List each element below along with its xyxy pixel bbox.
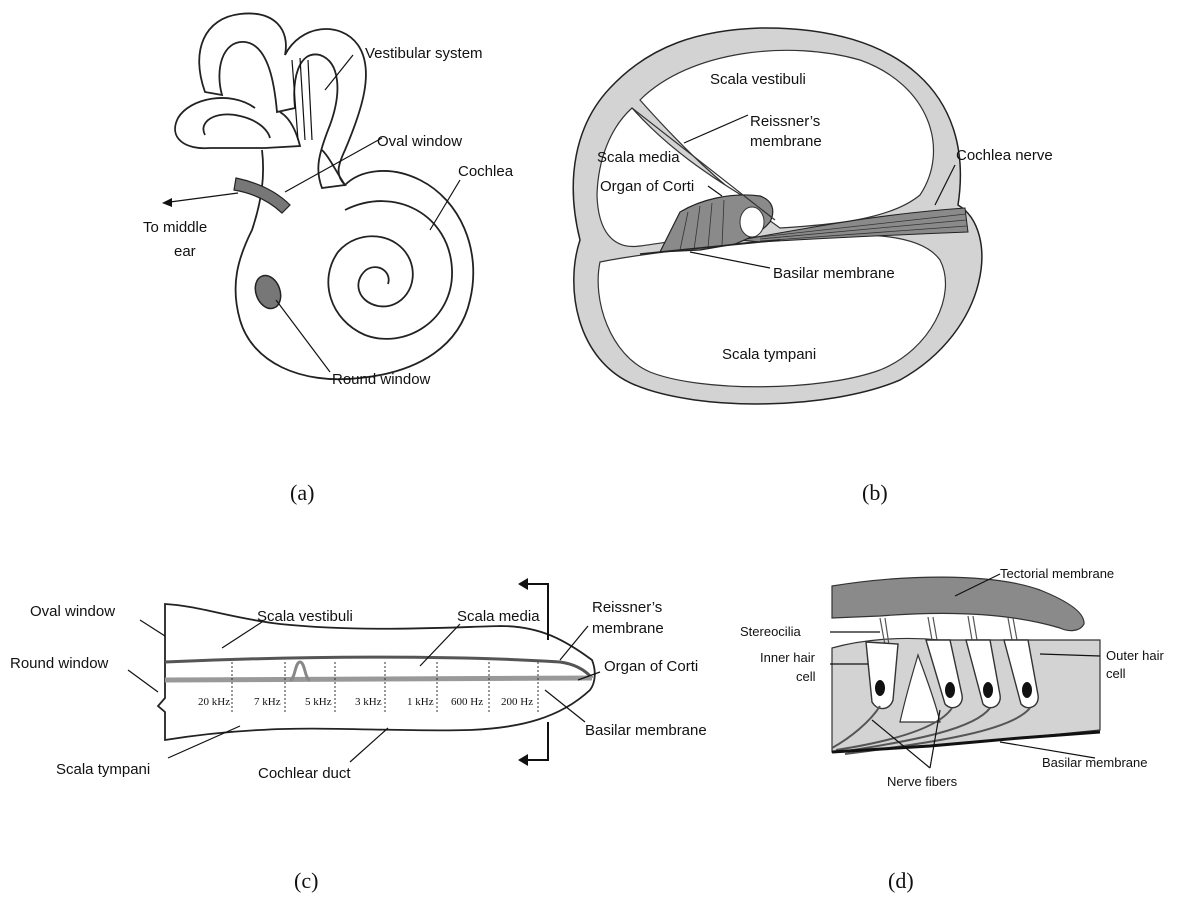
label-cochlea: Cochlea: [458, 163, 514, 180]
freq-label: 7 kHz: [254, 696, 281, 708]
vestibular-canals: [199, 13, 366, 188]
arrowhead: [518, 754, 528, 766]
leader-cochlear-duct: [350, 728, 388, 762]
label-round-window-c: Round window: [10, 655, 109, 672]
freq-label: 3 kHz: [355, 696, 382, 708]
freq-label: 20 kHz: [198, 696, 230, 708]
label-tectorial-membrane: Tectorial membrane: [1000, 566, 1114, 581]
outer-hair-cell-nucleus: [983, 682, 993, 698]
stereocilium: [973, 616, 977, 640]
outer-hair-cell-nucleus: [945, 682, 955, 698]
label-cochlear-duct: Cochlear duct: [258, 765, 351, 782]
panel-a-inner-ear: Vestibular system Oval window Cochlea To…: [143, 13, 514, 505]
tectorial-membrane-shape: [832, 577, 1084, 631]
inner-hair-cell-nucleus: [875, 680, 885, 696]
arrowhead: [518, 578, 528, 590]
label-reissner-1: Reissner’s: [750, 113, 820, 130]
label-scala-media: Scala media: [597, 149, 680, 166]
label-reissner-2: membrane: [750, 133, 822, 150]
label-inner-hair-2: cell: [796, 669, 816, 684]
caption-a: (a): [290, 480, 314, 505]
label-scala-vestibuli: Scala vestibuli: [710, 71, 806, 88]
panel-c-uncoiled-cochlea: 20 kHz 7 kHz 5 kHz 3 kHz 1 kHz 600 Hz 20…: [10, 578, 707, 893]
stereocilium: [968, 616, 972, 640]
stereocilium: [1013, 618, 1017, 640]
label-inner-hair-1: Inner hair: [760, 650, 816, 665]
label-scala-tympani-c: Scala tympani: [56, 761, 150, 778]
label-nerve-fibers: Nerve fibers: [887, 774, 958, 789]
label-basilar-membrane-c: Basilar membrane: [585, 722, 707, 739]
label-oval-window-c: Oval window: [30, 603, 115, 620]
label-organ-of-corti-c: Organ of Corti: [604, 658, 698, 675]
label-reissner-1-c: Reissner’s: [592, 599, 662, 616]
panel-b-cochlea-cross-section: Scala vestibuli Reissner’s membrane Scal…: [573, 28, 1052, 505]
canal-stripe: [308, 60, 312, 140]
stereocilium: [928, 617, 932, 640]
caption-d: (d): [888, 868, 914, 893]
leader-oval-window-c: [140, 620, 165, 636]
freq-label: 1 kHz: [407, 696, 434, 708]
freq-label: 5 kHz: [305, 696, 332, 708]
label-organ-of-corti: Organ of Corti: [600, 178, 694, 195]
label-cochlea-nerve: Cochlea nerve: [956, 147, 1053, 164]
label-vestibular-system: Vestibular system: [365, 45, 483, 62]
stereocilium: [1008, 618, 1012, 640]
leader-round-window-c: [128, 670, 158, 692]
canal-stripe: [300, 58, 305, 140]
arrow-to-middle-ear: [170, 193, 238, 202]
arrowhead: [162, 198, 172, 207]
freq-label: 200 Hz: [501, 696, 533, 708]
label-oval-window: Oval window: [377, 133, 462, 150]
label-stereocilia: Stereocilia: [740, 624, 801, 639]
outer-hair-cell-nucleus: [1022, 682, 1032, 698]
label-outer-hair-2: cell: [1106, 666, 1126, 681]
scala-tympani-cavity: [598, 235, 945, 387]
panel-d-organ-of-corti: Tectorial membrane Stereocilia Inner hai…: [740, 566, 1164, 893]
basilar-membrane-band: [165, 678, 592, 680]
stereocilium: [933, 617, 937, 640]
vestibular-lower-canal: [175, 98, 300, 148]
caption-b: (b): [862, 480, 888, 505]
label-scala-media-c: Scala media: [457, 608, 540, 625]
tunnel-of-corti: [740, 207, 764, 237]
caption-c: (c): [294, 868, 318, 893]
label-round-window: Round window: [332, 371, 431, 388]
label-basilar-membrane: Basilar membrane: [773, 265, 895, 282]
label-basilar-membrane-d: Basilar membrane: [1042, 755, 1148, 770]
cochlea-spiral: [328, 201, 452, 339]
freq-label: 600 Hz: [451, 696, 483, 708]
label-to-middle-ear-2: ear: [174, 243, 196, 260]
label-to-middle-ear-1: To middle: [143, 219, 207, 236]
label-scala-tympani: Scala tympani: [722, 346, 816, 363]
label-reissner-2-c: membrane: [592, 620, 664, 637]
vestibule-cochlea-body: [236, 150, 474, 379]
leader-cochlea: [430, 180, 460, 230]
leader-round-window: [276, 300, 330, 372]
label-scala-vestibuli-c: Scala vestibuli: [257, 608, 353, 625]
section-arrow-bottom: [520, 722, 548, 760]
label-outer-hair-1: Outer hair: [1106, 648, 1164, 663]
lower-canal-inner: [203, 114, 270, 138]
